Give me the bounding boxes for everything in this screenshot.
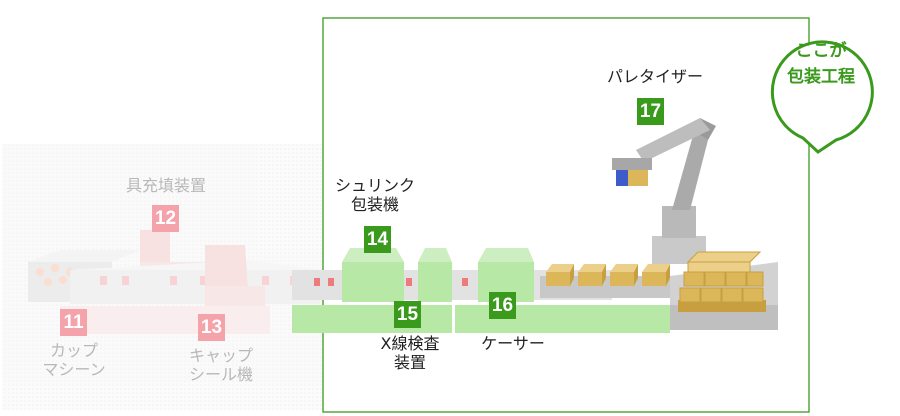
boxes-on-conveyor xyxy=(546,264,670,286)
packaging-process-frame xyxy=(322,17,810,413)
step-number-15: 15 xyxy=(394,301,421,328)
step-label-filling-machine: 具充填装置 xyxy=(125,176,206,195)
pallet-stack xyxy=(678,251,766,312)
step-label-cup-machine: カップ マシーン xyxy=(42,341,106,379)
step-label-shrink-wrapper: シュリンク 包装機 xyxy=(334,176,415,214)
step-number-17: 17 xyxy=(637,98,664,125)
step-number-13: 13 xyxy=(198,314,225,341)
step-label-cap-sealer: キャップ シール機 xyxy=(188,346,253,384)
shrink-wrap-machine xyxy=(342,248,452,302)
step-number-12: 12 xyxy=(152,205,179,232)
case-packer-machine xyxy=(478,248,534,302)
palletizer-robot xyxy=(612,118,716,264)
step-number-14: 14 xyxy=(364,226,391,253)
step-label-palletizer: パレタイザー xyxy=(606,67,703,86)
faded-previous-process xyxy=(2,144,324,410)
step-number-11: 11 xyxy=(60,309,87,336)
step-number-16: 16 xyxy=(489,292,516,319)
callout-bubble xyxy=(770,40,874,154)
step-label-case-packer: ケーサー xyxy=(481,334,545,353)
callout-text: ここが 包装工程 xyxy=(787,41,855,88)
step-label-xray-inspection: X線検査 装置 xyxy=(380,334,440,372)
